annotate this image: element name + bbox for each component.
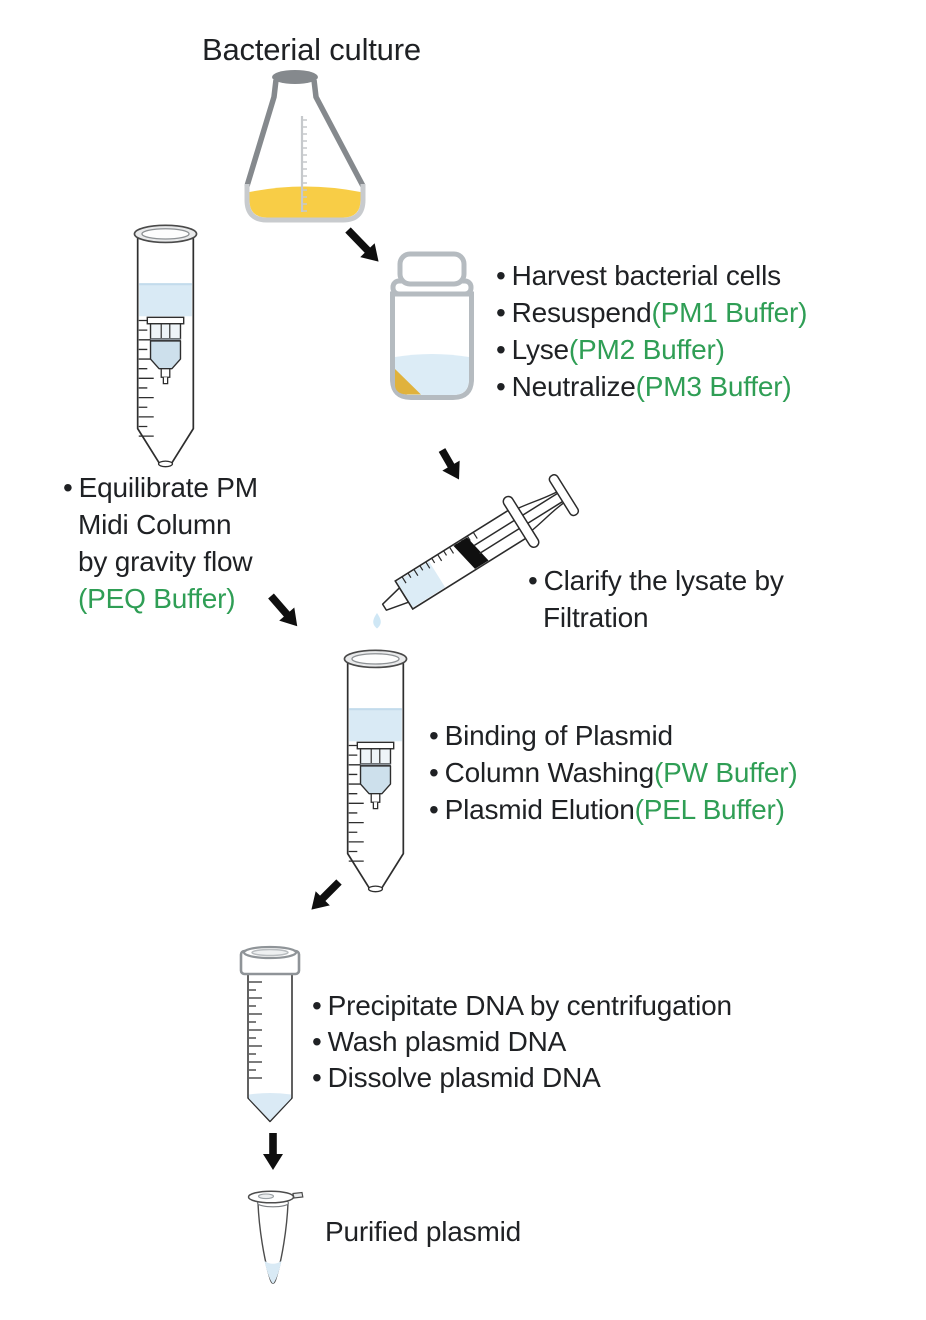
buffer-text: (PM1 Buffer) xyxy=(651,297,808,328)
diagram-title: Bacterial culture xyxy=(202,32,421,67)
equilibrate-step: •Equilibrate PM Midi Column by gravity f… xyxy=(63,469,258,617)
buffer-text: (PM2 Buffer) xyxy=(568,334,725,365)
bullet-dot: • xyxy=(496,297,506,328)
bullet-item: •Wash plasmid DNA xyxy=(312,1024,732,1060)
step-text: Lyse xyxy=(511,334,570,365)
buffer-text: (PW Buffer) xyxy=(653,757,798,788)
bullet-item: •Binding of Plasmid xyxy=(429,717,798,754)
erlenmeyer-flask-icon xyxy=(244,70,366,223)
column-steps: •Binding of Plasmid •Column Washing (PW … xyxy=(429,717,798,828)
reagent-bottle-icon xyxy=(390,251,474,400)
microcentrifuge-tube-icon xyxy=(247,1190,304,1284)
bullet-item: •Equilibrate PM xyxy=(63,469,258,506)
bullet-dot: • xyxy=(496,371,506,402)
step-text: Wash plasmid DNA xyxy=(327,1026,567,1057)
arrow-icon xyxy=(263,1133,283,1170)
step-text: Dissolve plasmid DNA xyxy=(327,1062,601,1093)
step-text: Precipitate DNA by centrifugation xyxy=(327,990,732,1021)
step-text: Clarify the lysate by xyxy=(543,565,784,596)
bullet-dot: • xyxy=(312,1062,322,1093)
buffer-text: (PEQ Buffer) xyxy=(78,583,236,614)
bullet-item: •Clarify the lysate by xyxy=(528,562,784,599)
buffer-text: (PM3 Buffer) xyxy=(635,371,792,402)
bullet-item: •Plasmid Elution (PEL Buffer) xyxy=(429,791,798,828)
midi-column-icon xyxy=(343,648,408,894)
step-text: Filtration xyxy=(543,602,649,633)
bullet-dot: • xyxy=(429,757,439,788)
bullet-item: •Column Washing (PW Buffer) xyxy=(429,754,798,791)
bullet-dot: • xyxy=(312,1026,322,1057)
step-text: Binding of Plasmid xyxy=(444,720,674,751)
bullet-dot: • xyxy=(312,990,322,1021)
bullet-item: •Harvest bacterial cells xyxy=(496,257,807,294)
step-text: Plasmid Elution xyxy=(444,794,635,825)
centrifuge-tube-icon xyxy=(239,945,301,1123)
step-text: Equilibrate PM xyxy=(78,472,258,503)
bullet-item: •Precipitate DNA by centrifugation xyxy=(312,988,732,1024)
step-text: Midi Column xyxy=(78,509,232,540)
step-text: by gravity flow xyxy=(78,546,253,577)
final-product-label: Purified plasmid xyxy=(325,1216,521,1247)
step-text: Neutralize xyxy=(511,371,636,402)
bullet-item: •Lyse (PM2 Buffer) xyxy=(496,331,807,368)
precipitate-steps: •Precipitate DNA by centrifugation •Wash… xyxy=(312,988,732,1096)
bullet-dot: • xyxy=(496,260,506,291)
bullet-dot: • xyxy=(496,334,506,365)
bullet-item: •Resuspend (PM1 Buffer) xyxy=(496,294,807,331)
clarify-step: •Clarify the lysate by Filtration xyxy=(528,562,784,636)
bullet-dot: • xyxy=(528,565,538,596)
bullet-dot: • xyxy=(429,794,439,825)
droplet-icon xyxy=(373,613,381,629)
arrow-icon xyxy=(268,593,298,627)
bullet-item: •Neutralize (PM3 Buffer) xyxy=(496,368,807,405)
syringe-icon xyxy=(373,473,580,629)
midi-column-icon xyxy=(133,223,198,469)
step-text: Harvest bacterial cells xyxy=(511,260,781,291)
step-text: Resuspend xyxy=(511,297,652,328)
step-text: Column Washing xyxy=(444,757,655,788)
bullet-dot: • xyxy=(429,720,439,751)
bullet-item: •Dissolve plasmid DNA xyxy=(312,1060,732,1096)
lysis-steps: •Harvest bacterial cells •Resuspend (PM1… xyxy=(496,257,807,405)
buffer-text: (PEL Buffer) xyxy=(634,794,785,825)
bullet-dot: • xyxy=(63,472,73,503)
